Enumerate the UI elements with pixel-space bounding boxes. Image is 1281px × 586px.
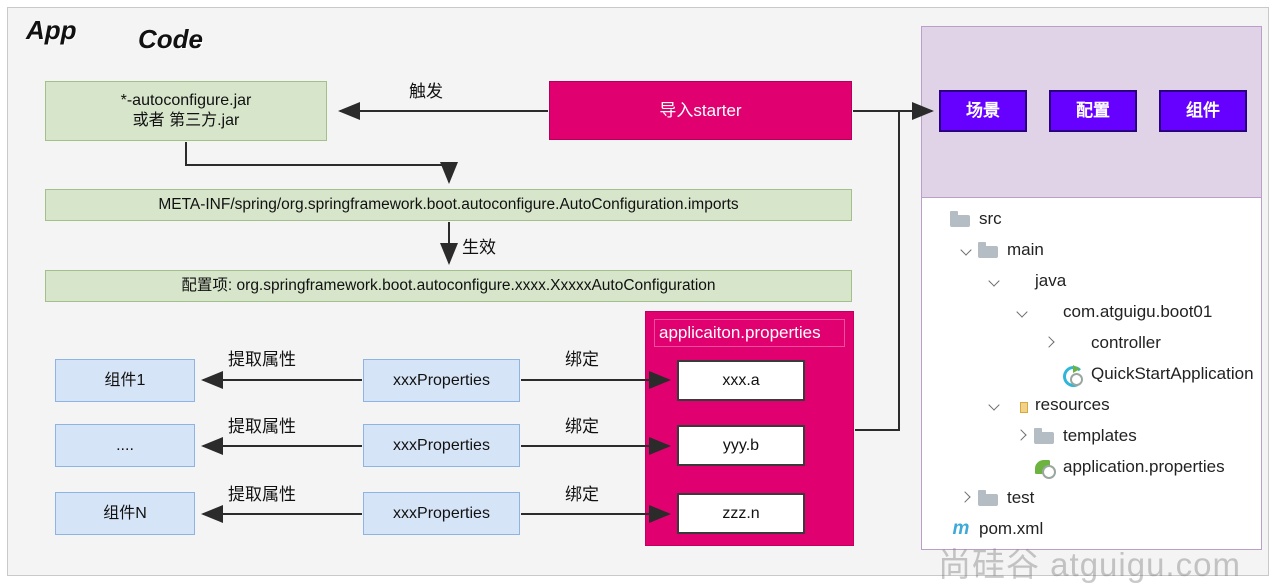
folder-blue-icon bbox=[1006, 272, 1028, 290]
chevron-down-icon[interactable] bbox=[986, 396, 1004, 414]
tree-row[interactable]: controller bbox=[922, 327, 1261, 358]
maven-icon: m bbox=[952, 517, 970, 539]
folder-icon bbox=[950, 210, 972, 228]
app-panel-title: App bbox=[26, 15, 77, 45]
component-box-2: .... bbox=[55, 424, 195, 467]
chevron-right-icon[interactable] bbox=[1014, 427, 1032, 445]
property-key-box-3: zzz.n bbox=[677, 493, 805, 534]
component-box-3: 组件N bbox=[55, 492, 195, 535]
code-button-scenario[interactable]: 场景 bbox=[939, 90, 1027, 132]
chevron-right-icon[interactable] bbox=[958, 489, 976, 507]
tree-row-label: java bbox=[1035, 270, 1067, 290]
tree-row-label: resources bbox=[1035, 394, 1110, 414]
properties-box-3: xxxProperties bbox=[363, 492, 520, 535]
chevron-spacer bbox=[1014, 458, 1032, 476]
tree-row[interactable]: java bbox=[922, 265, 1261, 296]
bind-label-1: 绑定 bbox=[565, 350, 599, 369]
tree-row[interactable]: QuickStartApplication bbox=[922, 358, 1261, 389]
tree-row-label: application.properties bbox=[1063, 456, 1225, 476]
springboot-icon bbox=[1062, 364, 1084, 387]
jar-line-2: 或者 第三方.jar bbox=[132, 112, 240, 129]
tree-row[interactable]: resources bbox=[922, 389, 1261, 420]
chevron-spacer bbox=[1042, 365, 1060, 383]
effect-edge-label: 生效 bbox=[462, 238, 496, 257]
chevron-spacer bbox=[930, 210, 948, 228]
tree-row[interactable]: src bbox=[922, 203, 1261, 234]
folder-pkg-icon bbox=[1062, 334, 1084, 352]
chevron-spacer bbox=[930, 520, 948, 538]
config-item-box: 配置项: org.springframework.boot.autoconfig… bbox=[45, 270, 852, 302]
folder-icon bbox=[978, 241, 1000, 259]
tree-row[interactable]: m pom.xml bbox=[922, 513, 1261, 544]
folder-icon bbox=[978, 489, 1000, 507]
properties-box-2: xxxProperties bbox=[363, 424, 520, 467]
tree-row-label: src bbox=[979, 208, 1002, 228]
spring-icon bbox=[1034, 458, 1056, 479]
tree-row-label: templates bbox=[1063, 425, 1137, 445]
tree-row-label: com.atguigu.boot01 bbox=[1063, 301, 1213, 321]
tree-row[interactable]: com.atguigu.boot01 bbox=[922, 296, 1261, 327]
tree-row[interactable]: application.properties bbox=[922, 451, 1261, 482]
extract-label-2: 提取属性 bbox=[228, 417, 296, 436]
properties-box-1: xxxProperties bbox=[363, 359, 520, 402]
import-starter-box: 导入starter bbox=[549, 81, 852, 140]
tree-row-label: main bbox=[1007, 239, 1044, 259]
chevron-right-icon[interactable] bbox=[1042, 334, 1060, 352]
trigger-edge-label: 触发 bbox=[409, 82, 443, 101]
property-key-box-1: xxx.a bbox=[677, 360, 805, 401]
tree-row[interactable]: templates bbox=[922, 420, 1261, 451]
tree-row-label: controller bbox=[1091, 332, 1161, 352]
code-panel-title: Code bbox=[138, 24, 203, 54]
tree-row-label: test bbox=[1007, 487, 1035, 507]
folder-pkg-icon bbox=[1034, 303, 1056, 321]
tree-row[interactable]: test bbox=[922, 482, 1261, 513]
code-button-config[interactable]: 配置 bbox=[1049, 90, 1137, 132]
extract-label-3: 提取属性 bbox=[228, 485, 296, 504]
bind-label-2: 绑定 bbox=[565, 417, 599, 436]
tree-row[interactable]: main bbox=[922, 234, 1261, 265]
jar-line-1: *-autoconfigure.jar bbox=[120, 92, 252, 109]
chevron-down-icon[interactable] bbox=[1014, 303, 1032, 321]
code-button-component[interactable]: 组件 bbox=[1159, 90, 1247, 132]
component-box-1: 组件1 bbox=[55, 359, 195, 402]
chevron-down-icon[interactable] bbox=[958, 241, 976, 259]
tree-row-label: QuickStartApplication bbox=[1091, 363, 1254, 383]
bind-label-3: 绑定 bbox=[565, 485, 599, 504]
chevron-down-icon[interactable] bbox=[986, 272, 1004, 290]
watermark: 尚硅谷 atguigu.com bbox=[938, 546, 1241, 583]
folder-res-icon bbox=[1006, 396, 1028, 414]
tree-row-label: pom.xml bbox=[979, 518, 1044, 538]
application-properties-title: applicaiton.properties bbox=[654, 319, 845, 347]
autoconfigure-jar-box: *-autoconfigure.jar 或者 第三方.jar bbox=[45, 81, 327, 141]
folder-icon bbox=[1034, 427, 1056, 445]
extract-label-1: 提取属性 bbox=[228, 350, 296, 369]
autoconfiguration-imports-box: META-INF/spring/org.springframework.boot… bbox=[45, 189, 852, 221]
property-key-box-2: yyy.b bbox=[677, 425, 805, 466]
